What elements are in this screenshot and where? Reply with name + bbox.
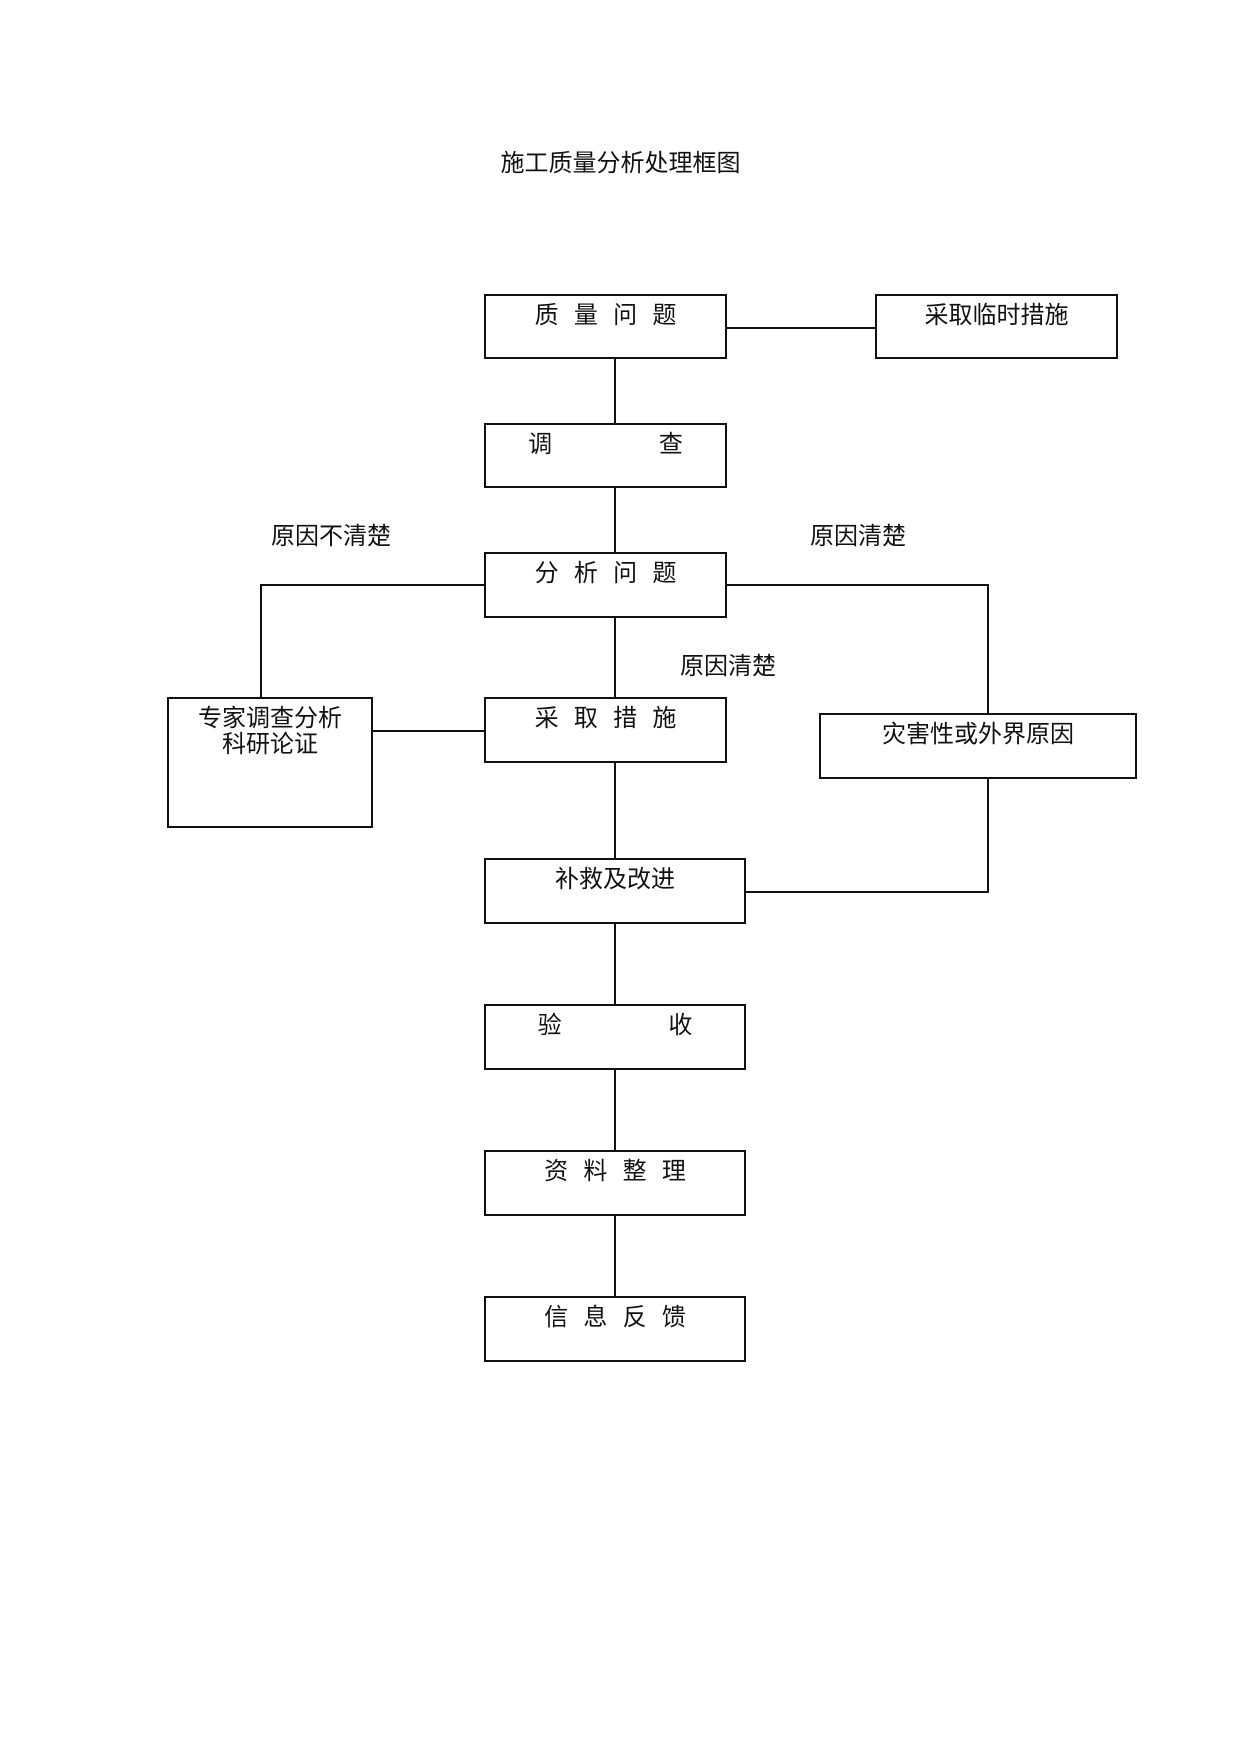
node-expert-analysis: 专家调查分析 科研论证 bbox=[167, 697, 373, 828]
connector-investigation-to-analyze bbox=[614, 488, 616, 552]
node-acceptance: 验 收 bbox=[484, 1004, 746, 1070]
connector-disaster-to-remedy bbox=[746, 891, 989, 893]
page-title: 施工质量分析处理框图 bbox=[500, 149, 741, 177]
node-remedy-improve: 补救及改进 bbox=[484, 858, 746, 924]
connector-analyze-left-vertical bbox=[260, 584, 262, 698]
connector-problem-to-investigation bbox=[614, 358, 616, 424]
connector-remedy-to-acceptance bbox=[614, 923, 616, 1005]
edge-label-cause-unclear: 原因不清楚 bbox=[271, 522, 391, 550]
node-data-organize: 资 料 整 理 bbox=[484, 1150, 746, 1216]
edge-label-cause-clear-center: 原因清楚 bbox=[680, 652, 776, 680]
node-disaster-external: 灾害性或外界原因 bbox=[819, 713, 1137, 779]
connector-acceptance-to-data bbox=[614, 1069, 616, 1151]
connector-disaster-down bbox=[987, 778, 989, 893]
node-analyze-problem: 分 析 问 题 bbox=[484, 552, 727, 618]
connector-analyze-right-vertical bbox=[987, 584, 989, 714]
node-take-measures: 采 取 措 施 bbox=[484, 697, 727, 763]
connector-data-to-feedback bbox=[614, 1215, 616, 1297]
node-investigation: 调 查 bbox=[484, 423, 727, 488]
edge-label-cause-clear-right: 原因清楚 bbox=[810, 522, 906, 550]
connector-measures-to-remedy bbox=[614, 762, 616, 859]
node-temporary-measures: 采取临时措施 bbox=[875, 294, 1118, 359]
connector-analyze-to-measures bbox=[614, 618, 616, 698]
connector-expert-to-measures bbox=[372, 730, 485, 732]
connector-problem-to-temp bbox=[727, 327, 877, 329]
node-quality-problem: 质 量 问 题 bbox=[484, 294, 727, 359]
connector-analyze-left-horizontal bbox=[260, 584, 485, 586]
node-info-feedback: 信 息 反 馈 bbox=[484, 1296, 746, 1362]
connector-analyze-right-horizontal bbox=[727, 584, 989, 586]
